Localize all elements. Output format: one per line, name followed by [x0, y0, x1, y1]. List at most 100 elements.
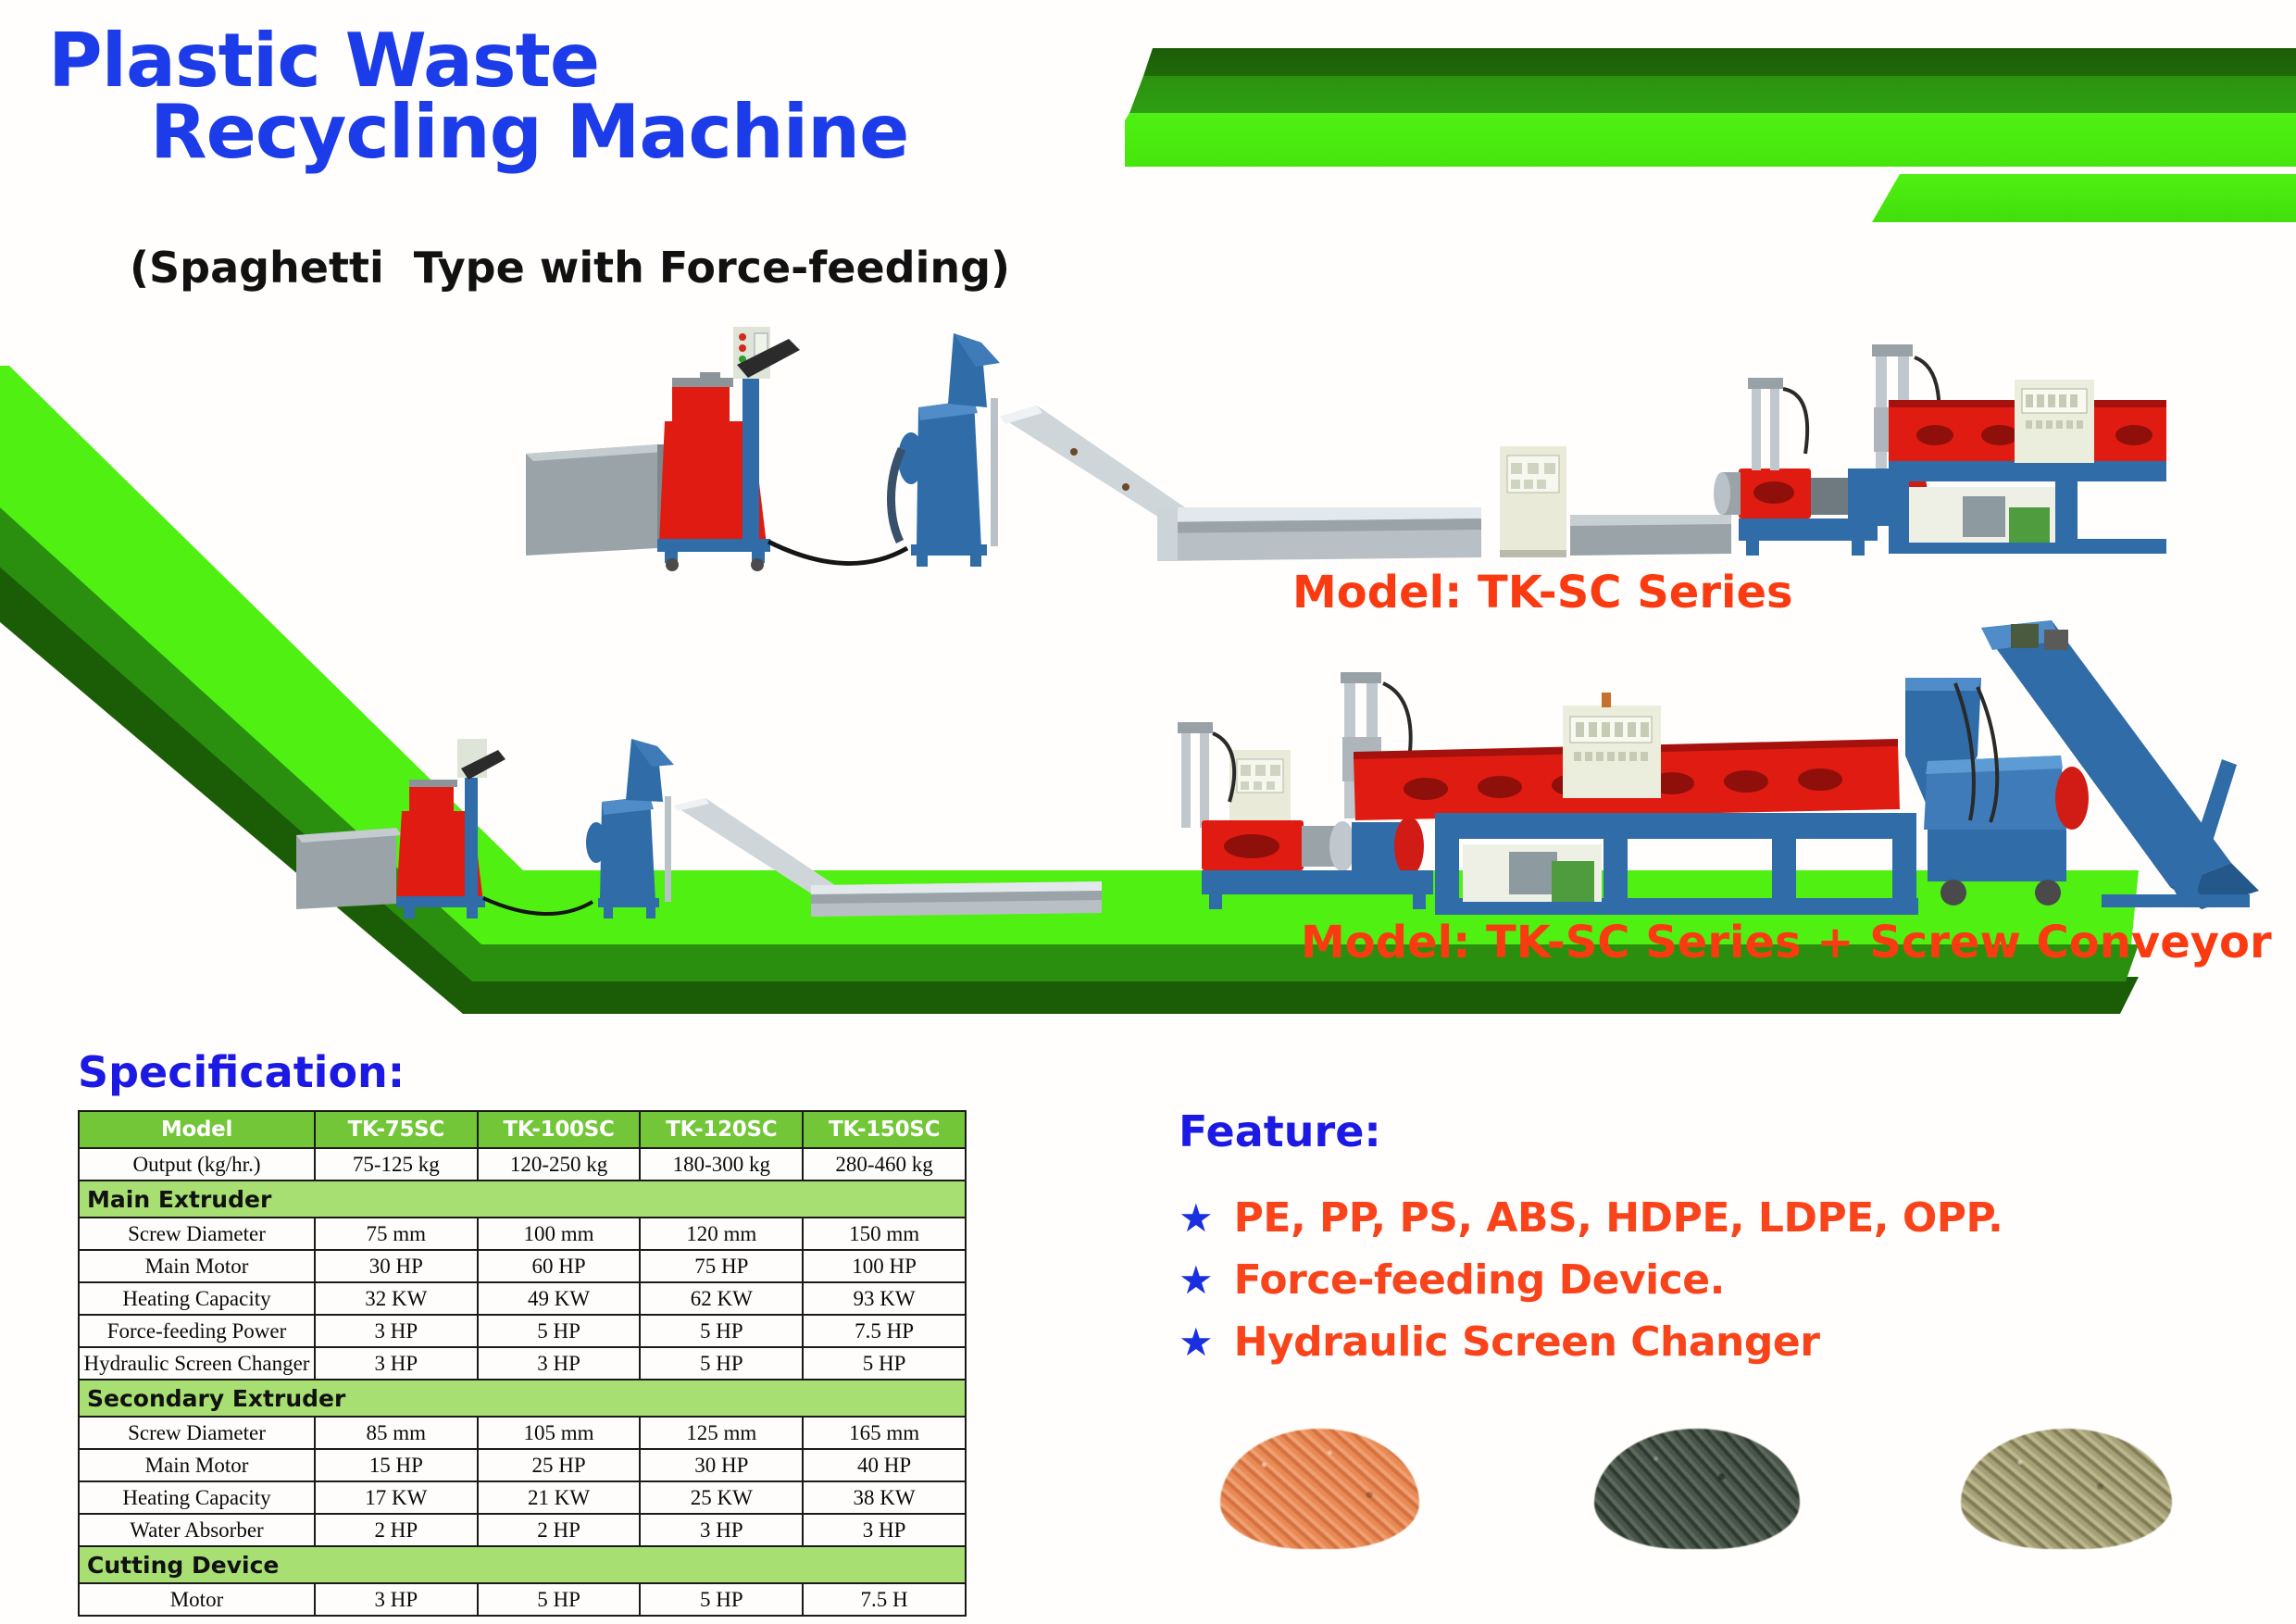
table-cell-value: 105 mm [476, 1416, 642, 1450]
table-row-label: Screw Diameter [78, 1416, 316, 1450]
table-row-label: Water Absorber [78, 1513, 316, 1547]
table-header-cell: TK-120SC [639, 1110, 805, 1149]
table-cell-value: 49 KW [476, 1281, 642, 1316]
table-cell-value: 120 mm [639, 1217, 805, 1251]
table-cell-value: 180-300 kg [639, 1147, 805, 1181]
dark-grey-plastic-pellets [1594, 1429, 1800, 1549]
olive-plastic-pellets [1961, 1429, 2172, 1549]
feature-heading: Feature: [1179, 1106, 1381, 1156]
machine-caption-2: Model: TK-SC Series + Screw Conveyor [1301, 917, 2272, 968]
table-group-label: Secondary Extruder [78, 1379, 967, 1418]
table-cell-value: 280-460 kg [802, 1147, 967, 1181]
star-icon: ★ [1179, 1320, 1214, 1364]
specification-heading: Specification: [78, 1047, 406, 1097]
table-cell-value: 165 mm [802, 1416, 967, 1450]
table-cell-value: 7.5 HP [802, 1314, 967, 1348]
table-cell-value: 38 KW [802, 1480, 967, 1515]
table-group-row: Secondary Extruder [78, 1379, 967, 1418]
feature-item: ★ PE, PP, PS, ABS, HDPE, LDPE, OPP. [1179, 1194, 2215, 1242]
table-row-label: Force-feeding Power [78, 1314, 316, 1348]
feature-item-label: Force-feeding Device. [1233, 1256, 1726, 1304]
table-cell-value: 17 KW [313, 1480, 479, 1515]
table-cell-value: 25 HP [476, 1448, 642, 1482]
table-cell-value: 15 HP [313, 1448, 479, 1482]
table-row-label: Motor [78, 1582, 316, 1617]
table-cell-value: 5 HP [639, 1314, 805, 1348]
table-cell-value: 5 HP [802, 1346, 967, 1380]
table-cell-value: 75 mm [313, 1217, 479, 1251]
table-cell-value: 125 mm [639, 1416, 805, 1450]
feature-item: ★ Force-feeding Device. [1179, 1256, 2215, 1304]
table-cell-value: 60 HP [476, 1249, 642, 1283]
table-header-cell: TK-150SC [802, 1110, 967, 1149]
table-cell-value: 21 KW [476, 1480, 642, 1515]
title-line-1: Plastic Waste [48, 18, 600, 104]
table-cell-value: 2 HP [476, 1513, 642, 1547]
table-group-label: Main Extruder [78, 1180, 967, 1218]
table-cell-value: 75-125 kg [313, 1147, 479, 1181]
table-header-cell: TK-100SC [476, 1110, 642, 1149]
feature-item-label: PE, PP, PS, ABS, HDPE, LDPE, OPP. [1233, 1194, 2003, 1242]
table-header-cell: Model [78, 1110, 316, 1149]
table-row-label: Main Motor [78, 1249, 316, 1283]
table-cell-value: 25 KW [639, 1480, 805, 1515]
orange-plastic-pellets [1220, 1429, 1419, 1549]
plastic-pellet-photos [1204, 1421, 2213, 1569]
top-green-bars-decoration [1125, 48, 2296, 169]
green-chevron-decoration [0, 366, 2139, 1051]
title-line-2: Recycling Machine [150, 88, 909, 175]
table-row-label: Hydraulic Screen Changer [78, 1346, 316, 1380]
table-group-row: Main Extruder [78, 1180, 967, 1218]
star-icon: ★ [1179, 1258, 1214, 1302]
table-header-row: Model TK-75SC TK-100SC TK-120SC TK-150SC [78, 1110, 967, 1149]
table-group-row: Cutting Device [78, 1545, 967, 1584]
machine-photo-tk-sc-series-screw-conveyor [287, 620, 2296, 926]
table-cell-value: 2 HP [313, 1513, 479, 1547]
table-cell-value: 3 HP [802, 1513, 967, 1547]
table-cell-value: 32 KW [313, 1281, 479, 1316]
machine-caption-1: Model: TK-SC Series [1292, 567, 1793, 618]
page-subtitle: (Spaghetti Type with Force-feeding) [130, 243, 1011, 293]
table-row-label: Main Motor [78, 1448, 316, 1482]
feature-item: ★ Hydraulic Screen Changer [1179, 1318, 2215, 1366]
table-cell-value: 85 mm [313, 1416, 479, 1450]
table-cell-value: 100 mm [476, 1217, 642, 1251]
star-icon: ★ [1179, 1196, 1214, 1240]
green-bar-dark [1143, 48, 2296, 76]
table-row-label: Output (kg/hr.) [78, 1147, 316, 1181]
green-bar-small [1872, 174, 2296, 222]
table-cell-value: 150 mm [802, 1217, 967, 1251]
table-group-label: Cutting Device [78, 1545, 967, 1584]
feature-item-label: Hydraulic Screen Changer [1233, 1318, 1820, 1366]
table-cell-value: 120-250 kg [476, 1147, 642, 1181]
table-cell-value: 5 HP [476, 1314, 642, 1348]
feature-list: ★ PE, PP, PS, ABS, HDPE, LDPE, OPP. ★ Force… [1179, 1194, 2215, 1380]
table-cell-value: 93 KW [802, 1281, 967, 1316]
table-row-label: Screw Diameter [78, 1217, 316, 1251]
table-cell-value: 3 HP [313, 1582, 479, 1617]
table-cell-value: 3 HP [313, 1314, 479, 1348]
table-cell-value: 5 HP [476, 1582, 642, 1617]
table-cell-value: 3 HP [313, 1346, 479, 1380]
table-row-label: Heating Capacity [78, 1480, 316, 1515]
table-cell-value: 30 HP [639, 1448, 805, 1482]
machine-photo-tk-sc-series [518, 296, 2296, 574]
table-header-cell: TK-75SC [313, 1110, 479, 1149]
table-cell-value: 3 HP [639, 1513, 805, 1547]
table-cell-value: 62 KW [639, 1281, 805, 1316]
specification-table: Model TK-75SC TK-100SC TK-120SC TK-150SC… [78, 1110, 967, 1617]
table-cell-value: 100 HP [802, 1249, 967, 1283]
table-cell-value: 30 HP [313, 1249, 479, 1283]
table-cell-value: 40 HP [802, 1448, 967, 1482]
